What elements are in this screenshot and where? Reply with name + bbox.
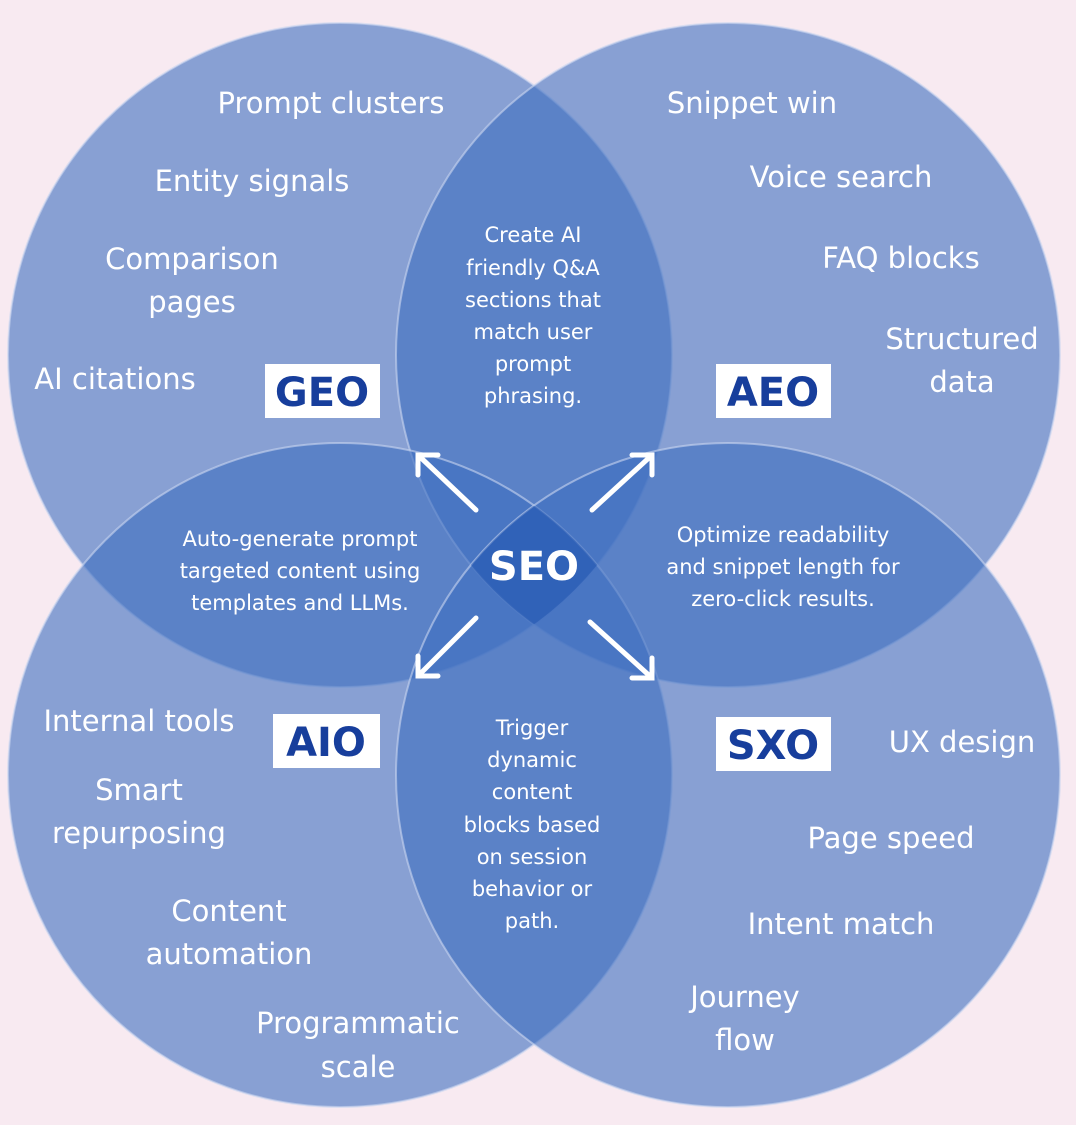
overlap-line: blocks based (464, 813, 601, 837)
aio-item: Programmatic (256, 1006, 460, 1040)
overlap-line: path. (505, 909, 559, 933)
aeo-tag: AEO (727, 370, 819, 416)
overlap-line: Optimize readability (677, 523, 890, 547)
geo-item: AI citations (34, 362, 195, 396)
geo-item: Prompt clusters (218, 86, 445, 120)
overlap-line: behavior or (472, 877, 593, 901)
overlap-line: on session (477, 845, 588, 869)
overlap-line: dynamic (487, 748, 577, 772)
geo-aeo-overlap-text: Create AI friendly Q&A sections that mat… (465, 223, 601, 408)
overlap-line: match user (474, 320, 593, 344)
aio-item: Internal tools (43, 704, 234, 738)
aeo-item: data (929, 365, 994, 399)
sxo-item: flow (715, 1023, 775, 1057)
aio-item: automation (146, 937, 313, 971)
geo-item: Entity signals (155, 164, 350, 198)
sxo-tag-box (716, 717, 831, 771)
aeo-item: Voice search (750, 160, 933, 194)
sxo-circle (395, 442, 1061, 1108)
overlap-line: zero-click results. (691, 587, 875, 611)
seo-label: SEO (489, 544, 579, 590)
aio-item: Content (171, 894, 286, 928)
overlap-line: and snippet length for (666, 555, 900, 579)
geo-tag-box (265, 364, 380, 418)
geo-tag: GEO (275, 370, 369, 416)
aio-item: scale (321, 1050, 396, 1084)
sxo-item: Intent match (748, 907, 935, 941)
aeo-tag-box (716, 364, 831, 418)
arrows (415, 452, 655, 681)
geo-item: pages (148, 285, 236, 319)
aio-item: Smart (95, 773, 183, 807)
aeo-item: Structured (885, 322, 1038, 356)
aio-item: repurposing (52, 816, 226, 850)
sxo-item: UX design (889, 725, 1036, 759)
aio-tag: AIO (286, 720, 366, 766)
overlap-line: targeted content using (180, 559, 421, 583)
overlap-line: Trigger (495, 716, 569, 740)
sxo-item: Journey (688, 980, 799, 1014)
geo-aio-overlap-text: Auto-generate prompt targeted content us… (180, 527, 421, 615)
aio-sxo-overlap-text: Trigger dynamic content blocks based on … (464, 716, 601, 933)
aeo-item: Snippet win (667, 86, 837, 120)
overlap-line: Create AI (484, 223, 581, 247)
overlap-line: phrasing. (484, 384, 582, 408)
overlap-line: templates and LLMs. (191, 591, 409, 615)
sxo-tag: SXO (727, 723, 819, 769)
aeo-sxo-overlap-text: Optimize readability and snippet length … (666, 523, 900, 611)
aio-tag-box (273, 714, 380, 768)
overlap-line: friendly Q&A (466, 256, 600, 280)
arrow-up-left-icon (415, 452, 479, 513)
arrow-down-left-icon (415, 615, 479, 679)
overlap-line: content (492, 780, 572, 804)
geo-item: Comparison (105, 242, 279, 276)
sxo-item: Page speed (807, 821, 974, 855)
overlap-line: sections that (465, 288, 601, 312)
arrow-up-right-icon (589, 452, 655, 513)
arrow-down-right-icon (587, 619, 655, 681)
overlap-line: prompt (495, 352, 571, 376)
aeo-item: FAQ blocks (822, 241, 979, 275)
overlap-line: Auto-generate prompt (183, 527, 418, 551)
